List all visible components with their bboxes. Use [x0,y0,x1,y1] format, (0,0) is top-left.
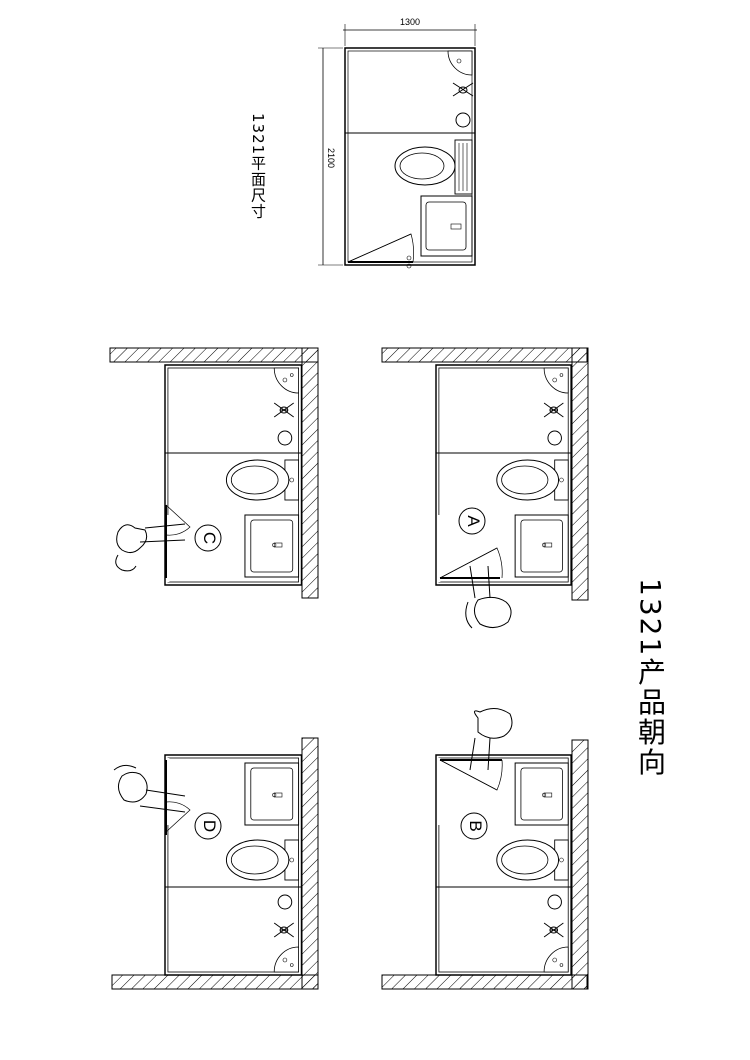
unit-label-b: B [466,820,485,832]
unit-a-plan [381,347,589,629]
width-dimension-label: 1300 [400,17,421,27]
unit-label-c: C [200,531,219,545]
unit-d-plan [111,737,319,990]
unit-label-a: A [464,515,483,527]
product-orientation-title: 1321产品朝向 [634,578,667,778]
dimensioned-plan [318,24,477,269]
unit-label-d: D [200,819,219,833]
plan-dimension-title: 1321平面尺寸 [249,113,267,220]
orientation-markers [194,507,488,840]
unit-b-plan [381,708,589,990]
unit-c-plan [109,347,319,599]
depth-dimension-label: 2100 [326,148,336,169]
